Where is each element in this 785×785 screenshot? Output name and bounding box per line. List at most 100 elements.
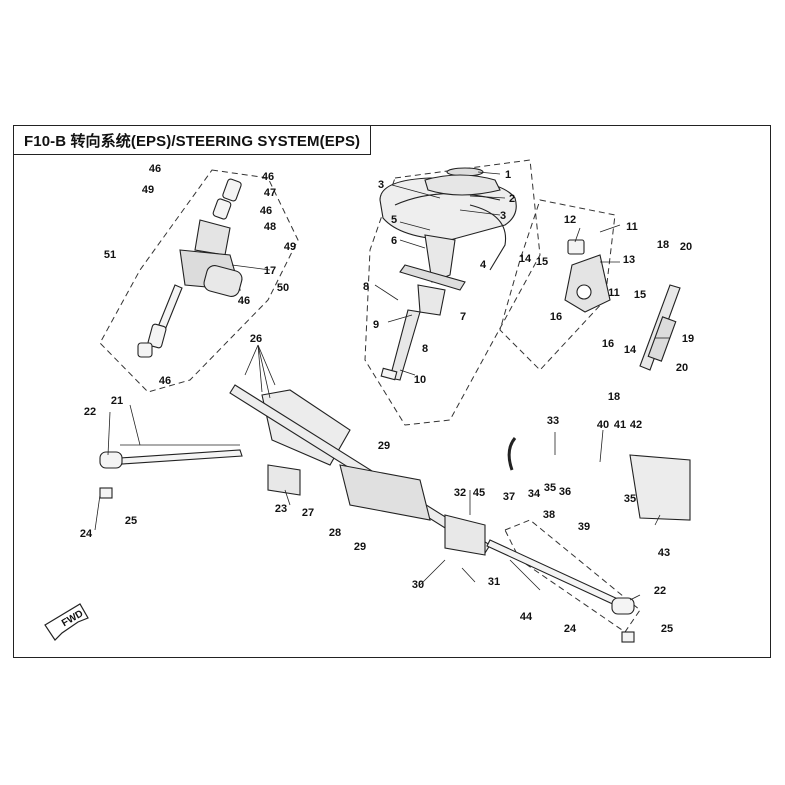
column-boot: [424, 234, 456, 283]
callout-number: 10: [414, 374, 426, 386]
callout-number: 16: [602, 338, 614, 350]
callout-number: 4: [480, 259, 487, 271]
column-plate: [399, 264, 466, 291]
steering-wheel-outline: [364, 159, 541, 426]
callout-number: 9: [373, 319, 379, 331]
callout-number: 22: [84, 406, 96, 418]
damper-cylinder: [647, 316, 677, 362]
pivot-bracket: [564, 254, 611, 313]
callout-number: 48: [264, 221, 276, 233]
callout-number: 28: [329, 527, 341, 539]
ball-joint-left: [99, 451, 123, 469]
callout-number: 16: [550, 311, 562, 323]
callout-number: 32: [454, 487, 466, 499]
callout-number: 47: [264, 187, 276, 199]
callout-number: 42: [630, 419, 642, 431]
callout-number: 11: [626, 221, 638, 233]
callout-number: 35: [624, 493, 636, 505]
callout-number: 24: [80, 528, 93, 540]
callout-number: 46: [159, 375, 171, 387]
callout-number: 37: [503, 491, 515, 503]
callout-number: 3: [378, 179, 384, 191]
callout-number: 3: [500, 210, 506, 222]
tie-rod-right-outline: [504, 519, 641, 633]
callout-number: 18: [657, 239, 669, 251]
callout-number: 15: [536, 256, 548, 268]
hub-cover: [424, 174, 501, 196]
callout-number: 36: [559, 486, 571, 498]
callout-number: 8: [363, 281, 369, 293]
callout-number: 27: [302, 507, 314, 519]
eps-column-outline: [99, 169, 299, 393]
callout-number: 14: [519, 253, 532, 265]
rack-housing: [339, 464, 431, 521]
callout-number: 26: [250, 333, 262, 345]
callout-number: 49: [142, 184, 154, 196]
callout-number: 45: [473, 487, 485, 499]
callout-number: 51: [104, 249, 116, 261]
part-drawings: [99, 167, 691, 643]
callout-number: 41: [614, 419, 626, 431]
callout-number: 21: [111, 395, 123, 407]
fwd-arrow: FWD: [44, 603, 89, 641]
callout-number: 22: [654, 585, 666, 597]
callout-number: 29: [378, 440, 390, 452]
callout-number: 38: [543, 509, 555, 521]
callout-number: 39: [578, 521, 590, 533]
callout-number: 23: [275, 503, 287, 515]
callout-number: 14: [624, 344, 637, 356]
callout-number: 46: [262, 171, 274, 183]
callout-number: 6: [391, 235, 397, 247]
tie-rod-right: [486, 539, 621, 607]
callout-number: 1: [505, 169, 511, 181]
callout-number: 31: [488, 576, 500, 588]
callout-number: 13: [623, 254, 635, 266]
wheel-side: [469, 204, 507, 271]
callout-number: 34: [528, 488, 541, 500]
boot-left: [267, 464, 301, 496]
ball-joint-right: [611, 597, 635, 615]
callout-number: 19: [682, 333, 694, 345]
lower-yoke: [137, 342, 153, 358]
title-box: F10-B 转向系统(EPS)/STEERING SYSTEM(EPS): [13, 125, 372, 155]
callout-number: 18: [608, 391, 620, 403]
fwd-arrow-shape: [44, 603, 89, 641]
eps-motor: [203, 265, 243, 297]
callout-number: 25: [125, 515, 137, 527]
callout-number: 11: [608, 287, 620, 299]
callout-number: 50: [277, 282, 289, 294]
page-title: F10-B 转向系统(EPS)/STEERING SYSTEM(EPS): [24, 132, 361, 150]
callout-number: 25: [661, 623, 673, 635]
callout-number: 46: [260, 205, 272, 217]
column-shaft: [389, 309, 421, 381]
callout-number: 2: [509, 193, 515, 205]
upper-joint: [212, 198, 232, 220]
callout-number: 17: [264, 265, 276, 277]
castle-nut-left: [99, 487, 113, 499]
callout-number: 20: [676, 362, 688, 374]
eps-housing-top: [194, 219, 231, 256]
callout-number: 40: [597, 419, 609, 431]
castle-nut-right: [621, 631, 635, 643]
callout-number: 29: [354, 541, 366, 553]
diagram-frame: [13, 125, 771, 658]
leader-lines: [94, 171, 670, 601]
group-outlines: [99, 159, 641, 633]
callout-number: 35: [544, 482, 556, 494]
callout-number: 46: [238, 295, 250, 307]
callout-number: 7: [460, 311, 466, 323]
callout-number: 30: [412, 579, 424, 591]
pedal-bracket-plate: [629, 454, 691, 521]
callout-number: 15: [634, 289, 646, 301]
boot-right: [444, 514, 486, 556]
callout-number: 20: [680, 241, 692, 253]
callout-number: 8: [422, 343, 428, 355]
hose-bend: [507, 437, 517, 471]
callout-layer: 1233456788910111112131414151516161718181…: [80, 163, 694, 635]
lower-joint: [147, 323, 167, 349]
intermediate-shaft: [157, 284, 183, 331]
upper-yoke: [222, 178, 242, 202]
callout-number: 43: [658, 547, 670, 559]
